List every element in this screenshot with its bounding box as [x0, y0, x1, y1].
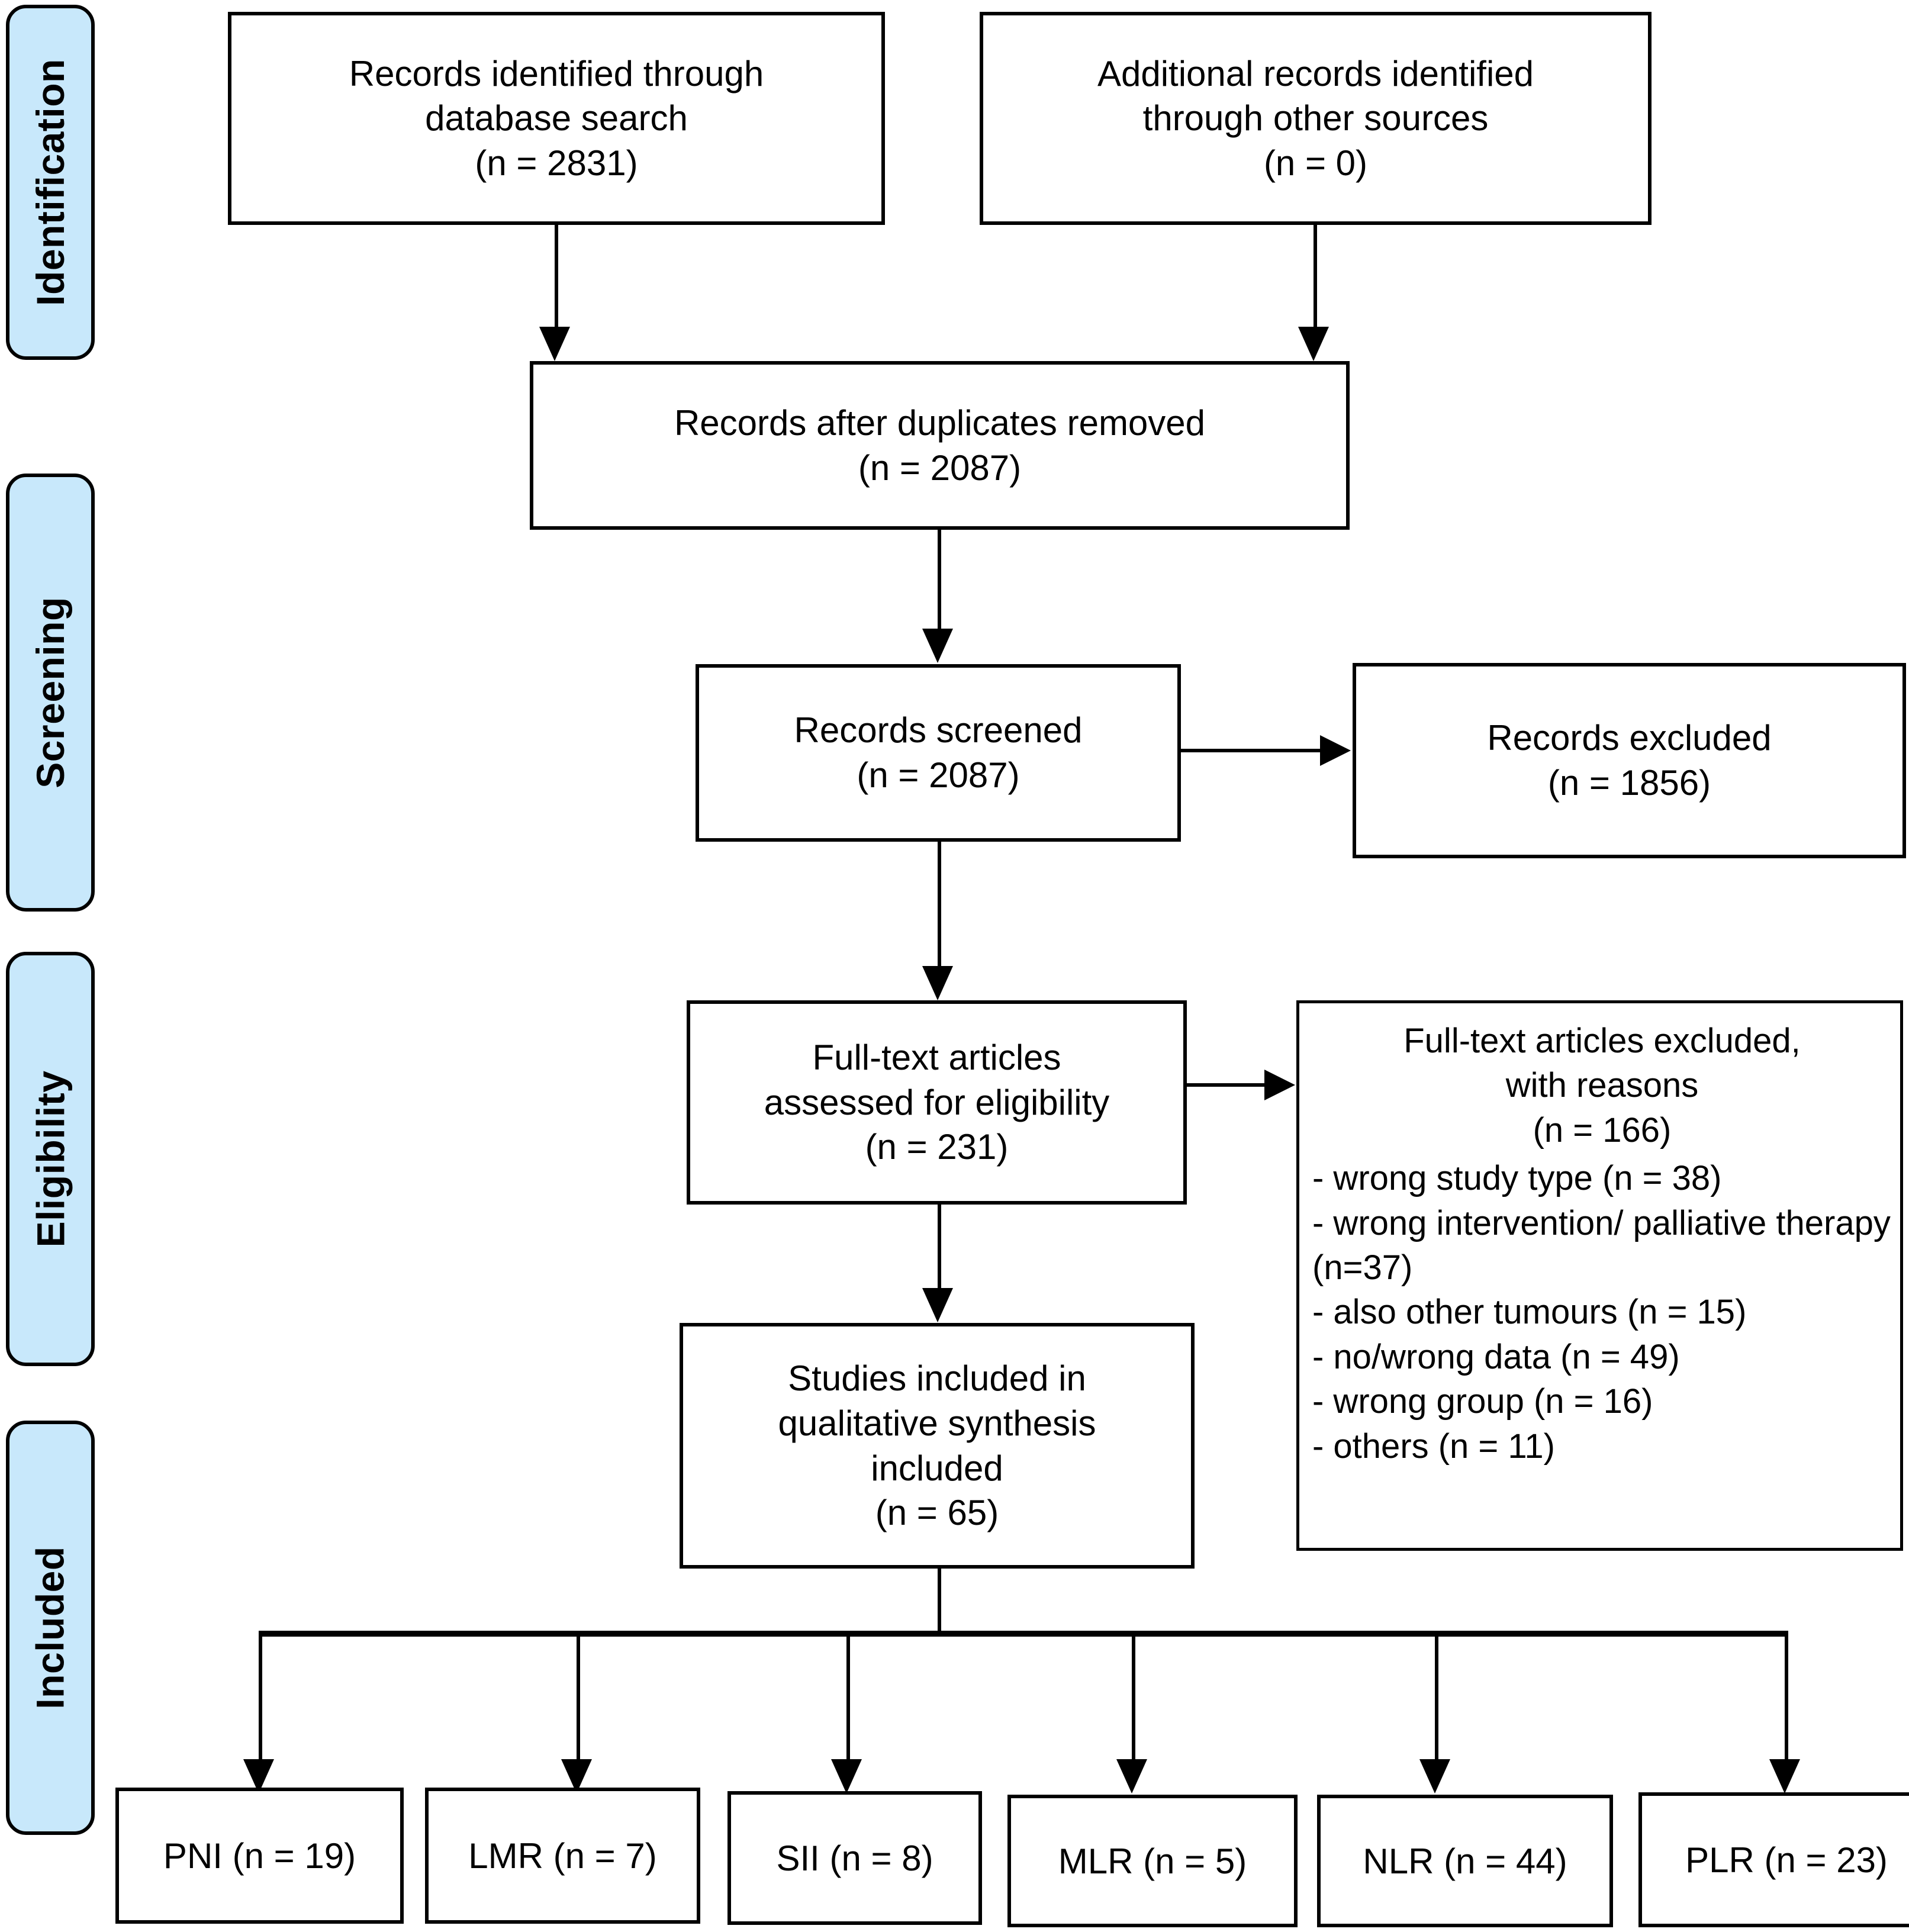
- records-excluded-line-2: (n = 1856): [1547, 763, 1711, 803]
- outcome-label-plr: PLR (n = 23): [1685, 1840, 1888, 1880]
- exclusion-reason-wrong-group: - wrong group (n = 16): [1312, 1382, 1653, 1421]
- box-records-excluded: Records excluded (n = 1856): [1353, 663, 1906, 858]
- other-sources-line-2: through other sources: [1142, 98, 1489, 139]
- connector-bus-to-plr: [1785, 1634, 1788, 1761]
- connector-db-to-duplicates: [555, 225, 558, 329]
- arrowhead-fulltext-to-included: [922, 1288, 953, 1322]
- studies-included-line-3: included: [871, 1448, 1003, 1488]
- connector-bus-to-mlr: [1132, 1634, 1135, 1761]
- box-fulltext-assessed-eligibility: Full-text articles assessed for eligibil…: [687, 1000, 1187, 1205]
- studies-included-line-4: (n = 65): [875, 1493, 999, 1533]
- arrowhead-bus-to-nlr: [1419, 1759, 1450, 1793]
- exclusion-reason-no-wrong-data: - no/wrong data (n = 49): [1312, 1337, 1680, 1376]
- connector-screened-to-excluded: [1181, 749, 1323, 752]
- db-search-line-2: database search: [425, 98, 688, 139]
- outcome-label-sii: SII (n = 8): [776, 1838, 933, 1878]
- connector-bus-to-pni: [259, 1634, 262, 1761]
- records-screened-line-2: (n = 2087): [857, 755, 1020, 795]
- exclusion-reason-wrong-study-type: - wrong study type (n = 38): [1312, 1159, 1722, 1198]
- outcome-label-nlr: NLR (n = 44): [1363, 1841, 1567, 1881]
- outcome-label-pni: PNI (n = 19): [163, 1836, 356, 1876]
- db-search-line-1: Records identified through: [349, 53, 764, 94]
- exclusion-reason-wrong-intervention: - wrong intervention/ palliative therapy…: [1312, 1203, 1891, 1287]
- box-outcome-pni: PNI (n = 19): [115, 1788, 404, 1924]
- connector-duplicates-to-screened: [938, 530, 941, 630]
- fulltext-assessed-line-3: (n = 231): [865, 1127, 1009, 1167]
- box-records-after-duplicates-removed: Records after duplicates removed (n = 20…: [530, 361, 1350, 530]
- arrowhead-bus-to-sii: [831, 1759, 862, 1793]
- arrowhead-other-to-duplicates: [1298, 327, 1329, 361]
- arrowhead-duplicates-to-screened: [922, 629, 953, 663]
- records-excluded-line-1: Records excluded: [1487, 718, 1772, 758]
- connector-bus-to-nlr: [1435, 1634, 1438, 1761]
- fulltext-excluded-line-2: with reasons: [1505, 1066, 1699, 1105]
- stage-label-screening: Screening: [28, 597, 73, 788]
- exclusion-reason-list: - wrong study type (n = 38) - wrong inte…: [1312, 1156, 1892, 1469]
- outcome-label-lmr: LMR (n = 7): [468, 1836, 657, 1876]
- connector-bus-to-lmr: [577, 1634, 580, 1761]
- connector-fulltext-to-included: [938, 1205, 941, 1290]
- duplicates-line-1: Records after duplicates removed: [674, 402, 1206, 443]
- connector-other-to-duplicates: [1314, 225, 1317, 329]
- box-outcome-mlr: MLR (n = 5): [1007, 1795, 1298, 1927]
- fulltext-excluded-line-3: (n = 166): [1533, 1110, 1672, 1149]
- other-sources-line-3: (n = 0): [1263, 143, 1368, 183]
- stage-pill-identification: Identification: [6, 5, 95, 360]
- arrowhead-screened-to-fulltext: [922, 966, 953, 1000]
- box-records-identified-database: Records identified through database sear…: [228, 12, 885, 225]
- studies-included-line-2: qualitative synthesis: [778, 1403, 1096, 1443]
- connector-included-to-bus: [938, 1569, 941, 1634]
- db-search-line-3: (n = 2831): [475, 143, 638, 183]
- box-fulltext-excluded-with-reasons: Full-text articles excluded, with reason…: [1296, 1000, 1903, 1551]
- stage-label-eligibility: Eligibility: [28, 1070, 73, 1248]
- connector-fulltext-to-excluded-reasons: [1187, 1083, 1267, 1087]
- arrowhead-bus-to-plr: [1769, 1759, 1800, 1793]
- stage-label-identification: Identification: [28, 59, 73, 306]
- connector-bus-to-sii: [846, 1634, 850, 1761]
- stage-label-included: Included: [28, 1546, 73, 1709]
- fulltext-excluded-line-1: Full-text articles excluded,: [1403, 1022, 1801, 1060]
- fulltext-assessed-line-2: assessed for eligibility: [764, 1082, 1110, 1122]
- stage-pill-screening: Screening: [6, 474, 95, 912]
- box-records-screened: Records screened (n = 2087): [696, 664, 1181, 842]
- other-sources-line-1: Additional records identified: [1097, 53, 1534, 94]
- stage-pill-eligibility: Eligibility: [6, 952, 95, 1366]
- duplicates-line-2: (n = 2087): [858, 447, 1022, 488]
- exclusion-reason-others: - others (n = 11): [1312, 1427, 1555, 1466]
- outcome-label-mlr: MLR (n = 5): [1058, 1841, 1247, 1881]
- connector-screened-to-fulltext: [938, 842, 941, 969]
- studies-included-line-1: Studies included in: [788, 1358, 1086, 1399]
- arrowhead-db-to-duplicates: [539, 327, 570, 361]
- box-outcome-lmr: LMR (n = 7): [425, 1788, 700, 1924]
- records-screened-line-1: Records screened: [794, 710, 1083, 751]
- arrowhead-fulltext-to-excluded-reasons: [1264, 1070, 1295, 1100]
- fulltext-assessed-line-1: Full-text articles: [812, 1038, 1061, 1078]
- stage-pill-included: Included: [6, 1421, 95, 1835]
- box-outcome-plr: PLR (n = 23): [1638, 1792, 1909, 1927]
- exclusion-reason-also-other-tumours: - also other tumours (n = 15): [1312, 1293, 1747, 1332]
- box-studies-included-qualitative-synthesis: Studies included in qualitative synthesi…: [680, 1323, 1195, 1569]
- box-outcome-nlr: NLR (n = 44): [1317, 1795, 1613, 1927]
- box-outcome-sii: SII (n = 8): [727, 1791, 982, 1925]
- arrowhead-bus-to-mlr: [1116, 1759, 1147, 1793]
- distribution-bus-line: [259, 1631, 1788, 1637]
- box-additional-records-other-sources: Additional records identified through ot…: [980, 12, 1652, 225]
- arrowhead-screened-to-excluded: [1320, 735, 1351, 766]
